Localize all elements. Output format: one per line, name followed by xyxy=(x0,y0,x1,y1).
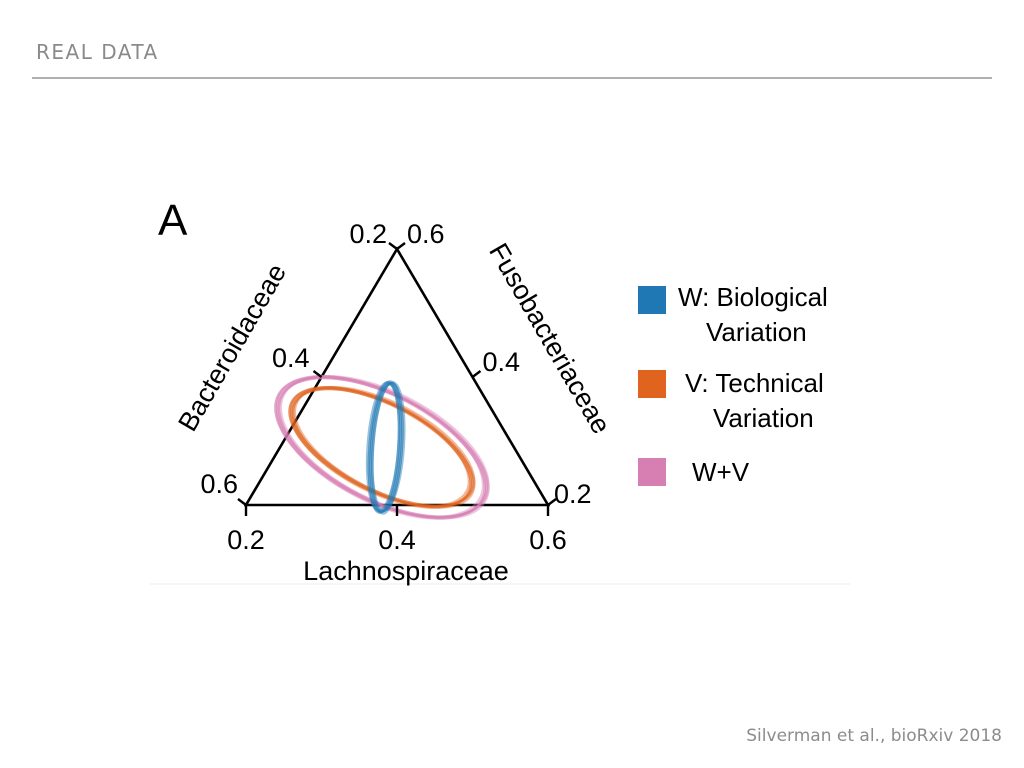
legend-label-W: W: Biological xyxy=(678,282,828,312)
bottom-tick-label: 0.2 xyxy=(227,525,265,555)
series-WV xyxy=(274,374,490,520)
series-ellipse-V xyxy=(288,386,472,508)
series-ellipse-W xyxy=(367,383,402,514)
series-ellipse-WV xyxy=(275,376,487,520)
series-ellipse-W xyxy=(367,380,401,514)
bottom-tick-label: 0.4 xyxy=(378,525,416,555)
series-ellipse-V xyxy=(288,385,471,508)
axis-label-lachnospiraceae: Lachnospiraceae xyxy=(303,556,509,586)
panel-label: A xyxy=(158,196,188,245)
series-ellipse-WV xyxy=(279,374,490,519)
bottom-tick-label: 0.6 xyxy=(529,525,567,555)
series-ellipse-W xyxy=(369,382,404,513)
series-W xyxy=(365,380,406,515)
series-ellipse-WV xyxy=(277,376,490,520)
slide-title: REAL DATA xyxy=(36,40,159,64)
series-layer xyxy=(274,374,490,520)
legend-swatch-WV xyxy=(638,458,666,486)
left-tick-label: 0.2 xyxy=(349,219,387,249)
series-ellipse-W xyxy=(365,381,401,512)
left-tick-mark xyxy=(388,242,398,250)
citation: Silverman et al., bioRxiv 2018 xyxy=(746,726,1002,746)
series-ellipse-W xyxy=(369,380,402,513)
left-tick-mark xyxy=(312,370,323,378)
series-ellipse-W xyxy=(371,381,404,515)
legend-swatch-V xyxy=(638,370,666,398)
left-tick-label: 0.6 xyxy=(200,469,238,499)
series-V xyxy=(288,385,476,509)
right-tick-mark xyxy=(396,242,406,250)
legend-swatch-W xyxy=(638,286,666,314)
right-tick-mark xyxy=(471,370,482,378)
right-tick-label: 0.6 xyxy=(407,219,445,249)
series-ellipse-WV xyxy=(277,375,488,519)
series-ellipse-V xyxy=(290,387,472,509)
series-ellipse-V xyxy=(293,385,476,508)
left-tick-mark xyxy=(237,498,247,506)
legend-label-W: Variation xyxy=(706,317,807,347)
right-tick-mark xyxy=(547,498,557,506)
series-ellipse-WV xyxy=(275,375,488,518)
right-tick-label: 0.2 xyxy=(554,479,592,509)
series-ellipse-WV xyxy=(274,376,487,519)
legend-label-V: V: Technical xyxy=(685,368,824,398)
tick-layer: 0.2 0.4 0.6 0.2 0.4 0.6 0.6 0.4 0.2 xyxy=(200,219,591,555)
series-ellipse-W xyxy=(371,381,406,512)
figure-background xyxy=(150,150,850,584)
title-divider xyxy=(32,77,992,79)
series-ellipse-WV xyxy=(274,374,485,519)
series-ellipse-V xyxy=(291,386,474,508)
legend-label-V: Variation xyxy=(713,403,814,433)
left-tick-label: 0.4 xyxy=(272,343,310,373)
series-ellipse-V xyxy=(291,387,476,509)
series-ellipse-V xyxy=(290,386,474,507)
legend-label-WV: W+V xyxy=(692,457,750,487)
right-tick-label: 0.4 xyxy=(483,347,521,377)
